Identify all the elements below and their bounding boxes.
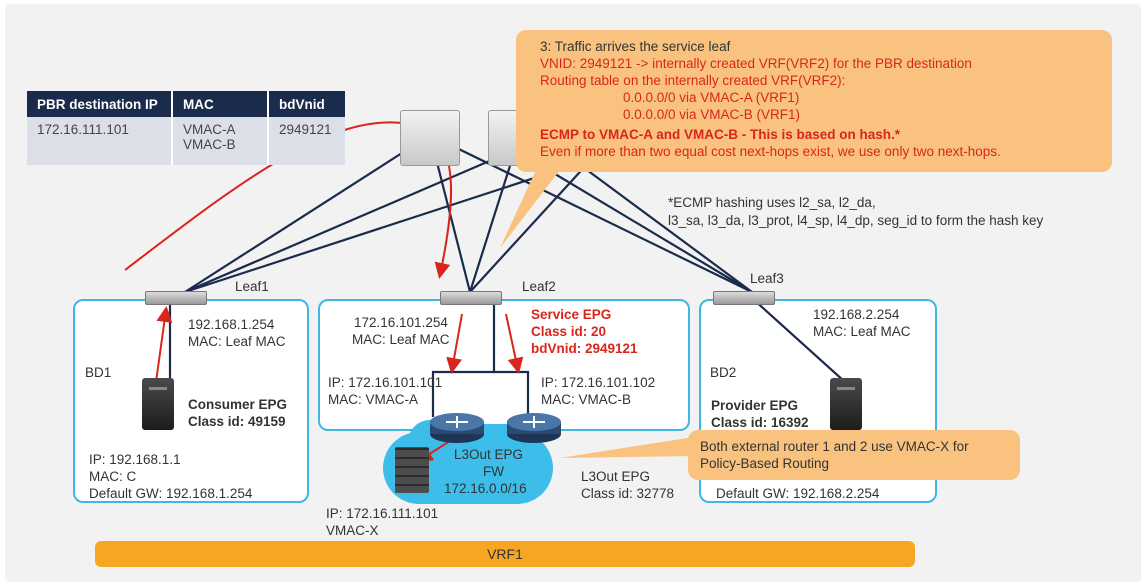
consumer-mac: MAC: C	[89, 469, 137, 484]
bd1-gw-mac: MAC: Leaf MAC	[188, 334, 286, 349]
pbr-cell-ip: 172.16.111.101	[27, 117, 172, 165]
leaf1-switch	[145, 291, 207, 305]
router-vmac-callout: Both external router 1 and 2 use VMAC-X …	[688, 430, 1020, 480]
ecmp-note-line-2: l3_sa, l3_da, l3_prot, l4_sp, l4_dp, seg…	[668, 213, 1044, 228]
bd2-label: BD2	[710, 365, 737, 380]
bd1-box	[73, 299, 309, 503]
callout-line-3: Routing table on the internally created …	[540, 73, 846, 88]
callout-line-2: VNID: 2949121 -> internally created VRF(…	[540, 56, 972, 71]
service-ip-b: IP: 172.16.101.102	[541, 375, 656, 390]
bd2-gw-ip: 192.168.2.254	[813, 307, 900, 322]
l3out-class-id: Class id: 32778	[581, 486, 675, 501]
firewall-icon	[395, 447, 429, 493]
bd1-label: BD1	[85, 365, 112, 380]
pbr-cell-bdvnid: 2949121	[267, 117, 345, 165]
spine-switch-1	[400, 110, 460, 166]
pbr-mac-b: VMAC-B	[183, 137, 236, 152]
router-callout-line-1: Both external router 1 and 2 use VMAC-X …	[700, 439, 969, 454]
consumer-server-icon	[142, 378, 174, 430]
callout-pointer-bottom	[560, 436, 700, 458]
fw-ip: IP: 172.16.111.101	[326, 506, 439, 521]
pbr-header-bdvnid: bdVnid	[267, 91, 345, 117]
leaf1-label: Leaf1	[235, 279, 269, 294]
service-class-id: Class id: 20	[531, 324, 607, 339]
cloud-fw-label: FW	[483, 464, 504, 479]
callout-line-4: 0.0.0.0/0 via VMAC-A (VRF1)	[623, 90, 800, 105]
service-gw-ip: 172.16.101.254	[354, 315, 448, 330]
pbr-mac-a: VMAC-A	[183, 122, 236, 137]
leaf3-label: Leaf3	[750, 271, 784, 286]
callout-line-1: 3: Traffic arrives the service leaf	[540, 39, 731, 54]
pbr-table-row: 172.16.111.101 VMAC-A VMAC-B 2949121	[27, 117, 345, 165]
provider-server-icon	[830, 378, 862, 430]
consumer-class-id: Class id: 49159	[188, 414, 286, 429]
external-router-2-icon	[507, 413, 561, 443]
cloud-l3out-label: L3Out EPG	[454, 447, 524, 462]
provider-epg-label: Provider EPG	[711, 398, 799, 413]
router-callout-line-2: Policy-Based Routing	[700, 456, 830, 471]
pbr-header-mac: MAC	[171, 91, 268, 117]
bd1-gw-ip: 192.168.1.254	[188, 317, 275, 332]
cloud-subnet-label: 172.16.0.0/16	[444, 481, 527, 496]
ecmp-note-line-1: *ECMP hashing uses l2_sa, l2_da,	[668, 195, 876, 210]
service-epg-label: Service EPG	[531, 307, 612, 322]
callout-line-6: ECMP to VMAC-A and VMAC-B - This is base…	[540, 127, 901, 142]
pbr-table: PBR destination IP MAC bdVnid 172.16.111…	[27, 91, 345, 165]
fabric-links	[168, 134, 846, 417]
bd2-gw-mac: MAC: Leaf MAC	[813, 324, 911, 339]
external-router-1-icon	[430, 413, 484, 443]
leaf3-switch	[713, 291, 775, 305]
consumer-ip: IP: 192.168.1.1	[89, 452, 181, 467]
service-leaf-callout: 3: Traffic arrives the service leaf VNID…	[516, 30, 1112, 172]
provider-class-id: Class id: 16392	[711, 415, 809, 430]
service-bdvnid: bdVnid: 2949121	[531, 341, 638, 356]
consumer-epg-label: Consumer EPG	[188, 397, 288, 412]
callout-line-7: Even if more than two equal cost next-ho…	[540, 144, 1001, 159]
callout-line-5: 0.0.0.0/0 via VMAC-B (VRF1)	[623, 107, 801, 122]
pbr-table-header: PBR destination IP MAC bdVnid	[27, 91, 345, 117]
fw-mac: VMAC-X	[326, 523, 379, 538]
vrf1-bar: VRF1	[95, 541, 915, 567]
provider-default-gw: Default GW: 192.168.2.254	[716, 486, 880, 501]
consumer-default-gw: Default GW: 192.168.1.254	[89, 486, 253, 501]
pbr-header-ip: PBR destination IP	[27, 91, 172, 117]
l3out-epg-label: L3Out EPG	[581, 469, 651, 484]
leaf2-label: Leaf2	[522, 279, 556, 294]
service-mac-a: MAC: VMAC-A	[328, 392, 419, 407]
service-ip-a: IP: 172.16.101.101	[328, 375, 443, 390]
service-gw-mac: MAC: Leaf MAC	[352, 332, 450, 347]
pbr-cell-mac: VMAC-A VMAC-B	[171, 117, 268, 165]
leaf2-switch	[440, 291, 502, 305]
service-mac-b: MAC: VMAC-B	[541, 392, 632, 407]
